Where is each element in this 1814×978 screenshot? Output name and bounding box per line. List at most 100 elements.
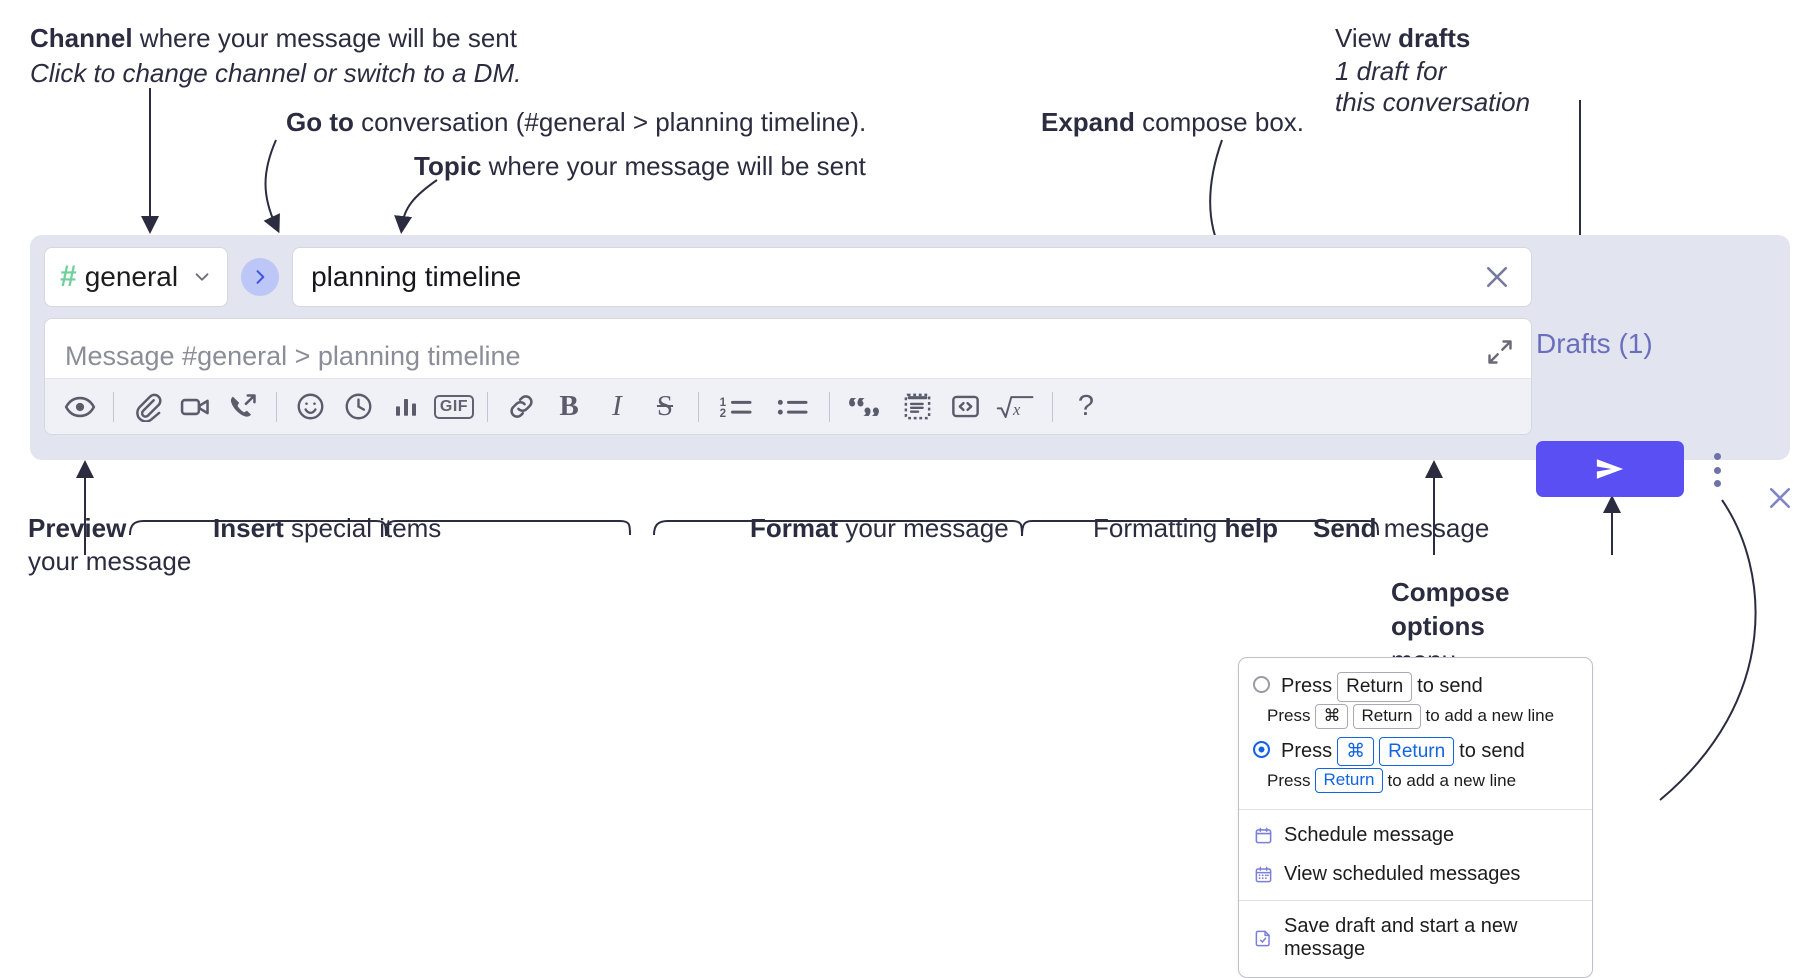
- menu-item-schedule-message[interactable]: Schedule message: [1239, 816, 1592, 855]
- svg-text:x: x: [1012, 399, 1021, 418]
- topic-input[interactable]: planning timeline: [292, 247, 1532, 307]
- goto-conversation-button[interactable]: [241, 258, 280, 296]
- toolbar-divider: [487, 391, 488, 422]
- toolbar-divider: [698, 391, 699, 422]
- channel-selector[interactable]: # general: [44, 247, 229, 307]
- option-sub-line: Press ⌘ Return to add a new line: [1267, 703, 1592, 735]
- calendar-grid-icon: [1253, 865, 1273, 885]
- svg-text:1: 1: [720, 395, 727, 408]
- annotation-goto: Go to conversation (#general > planning …: [286, 106, 866, 139]
- math-icon[interactable]: x: [989, 385, 1043, 429]
- gif-icon[interactable]: GIF: [430, 385, 478, 429]
- bold-icon[interactable]: B: [545, 385, 593, 429]
- menu-item-save-draft[interactable]: Save draft and start a new message: [1239, 907, 1592, 969]
- save-draft-icon: [1253, 928, 1273, 948]
- paperclip-icon[interactable]: [123, 385, 171, 429]
- annotation-drafts-bold: drafts: [1398, 23, 1471, 53]
- option-main-line: Press ⌘ Return to send: [1281, 736, 1525, 767]
- video-icon[interactable]: [171, 385, 219, 429]
- annotation-format-bold: Format: [750, 513, 839, 543]
- italic-icon[interactable]: I: [593, 385, 641, 429]
- annotation-format-rest: your message: [838, 513, 1009, 543]
- close-icon[interactable]: [1760, 478, 1800, 518]
- topic-value: planning timeline: [311, 261, 522, 292]
- annotation-goto-rest: conversation (#general > planning timeli…: [353, 107, 867, 137]
- blockquote-icon[interactable]: [839, 385, 893, 429]
- annotation-help-bold: help: [1224, 513, 1278, 543]
- annotation-compose-options-2: options: [1391, 610, 1485, 643]
- annotation-drafts-sub1: 1 draft for: [1335, 55, 1446, 88]
- kebab-dot: [1713, 453, 1721, 460]
- radio-option-return[interactable]: Press Return to send: [1239, 670, 1592, 704]
- menu-item-view-scheduled-messages[interactable]: View scheduled messages: [1239, 855, 1592, 894]
- radio-option-command-return[interactable]: Press ⌘ Return to send: [1239, 735, 1592, 769]
- expand-icon[interactable]: [1483, 335, 1517, 369]
- key-return: Return: [1353, 703, 1421, 729]
- link-icon[interactable]: [497, 385, 545, 429]
- message-input-card[interactable]: Message #general > planning timeline: [44, 318, 1532, 435]
- send-button[interactable]: [1536, 441, 1684, 497]
- kebab-dot: [1713, 466, 1721, 474]
- annotation-drafts-lead: View: [1335, 23, 1399, 53]
- menu-draft-group: Save draft and start a new message: [1239, 901, 1592, 977]
- annotation-drafts-sub2: this conversation: [1335, 86, 1530, 119]
- annotation-drafts: View drafts: [1335, 22, 1470, 55]
- radio-icon-selected[interactable]: [1253, 740, 1270, 758]
- gif-label: GIF: [433, 394, 475, 419]
- menu-schedule-group: Schedule message View scheduled messages: [1239, 810, 1592, 900]
- menu-item-label: Save draft and start a new message: [1284, 915, 1518, 961]
- italic-label: I: [612, 390, 622, 422]
- menu-item-label: View scheduled messages: [1284, 863, 1521, 886]
- emoji-icon[interactable]: [286, 385, 334, 429]
- menu-divider: [1239, 900, 1592, 902]
- calendar-schedule-icon: [1253, 826, 1273, 846]
- annotation-preview-sub: your message: [28, 545, 191, 578]
- ordered-list-icon[interactable]: 1 2: [708, 385, 764, 429]
- annotation-insert-rest: special items: [283, 513, 442, 543]
- clear-topic-icon[interactable]: [1477, 257, 1517, 297]
- strikethrough-icon[interactable]: S: [641, 385, 689, 429]
- compose-options-dropdown: Press Return to send Press ⌘ Return to a…: [1238, 657, 1593, 978]
- annotation-compose-options-1: Compose: [1391, 576, 1509, 609]
- phone-arrow-icon[interactable]: [219, 385, 267, 429]
- annotation-send-rest: message: [1376, 513, 1490, 543]
- annotation-help-lead: Formatting: [1093, 513, 1225, 543]
- poll-icon[interactable]: [382, 385, 430, 429]
- bulleted-list-icon[interactable]: [764, 385, 820, 429]
- option-post: to send: [1459, 739, 1525, 762]
- annotation-topic-bold: Topic: [414, 151, 482, 181]
- annotation-topic-rest: where your message will be sent: [481, 151, 866, 181]
- annotation-expand: Expand compose box.: [1041, 106, 1304, 139]
- compose-options-menu-button[interactable]: [1702, 450, 1732, 490]
- drafts-link[interactable]: Drafts (1): [1536, 328, 1653, 359]
- code-icon[interactable]: [941, 385, 989, 429]
- code-block-icon[interactable]: [893, 385, 941, 429]
- annotation-preview: Preview: [28, 512, 126, 545]
- key-return: Return: [1315, 768, 1383, 794]
- eye-icon[interactable]: [56, 385, 104, 429]
- annotation-compose-options-bold2: options: [1391, 611, 1485, 641]
- formatting-toolbar: GIF B I: [45, 378, 1531, 434]
- annotation-preview-bold: Preview: [28, 513, 127, 543]
- annotation-send-bold: Send: [1313, 513, 1377, 543]
- menu-item-label: Schedule message: [1284, 824, 1455, 847]
- option-main-line: Press Return to send: [1281, 672, 1483, 702]
- toolbar-divider: [829, 391, 830, 422]
- key-return: Return: [1337, 672, 1413, 702]
- annotation-insert: Insert special items: [213, 512, 441, 545]
- message-placeholder: Message #general > planning timeline: [65, 341, 521, 371]
- key-command: ⌘: [1337, 736, 1375, 767]
- annotation-channel-italic: Click to change channel or switch to a D…: [30, 58, 522, 88]
- svg-text:2: 2: [720, 406, 727, 419]
- send-icon: [1596, 459, 1624, 479]
- clock-icon[interactable]: [334, 385, 382, 429]
- annotation-insert-bold: Insert: [213, 513, 284, 543]
- annotation-expand-bold: Expand: [1041, 107, 1135, 137]
- send-shortcut-options: Press Return to send Press ⌘ Return to a…: [1239, 658, 1592, 809]
- help-label: ?: [1077, 390, 1095, 422]
- annotation-channel-bold: Channel: [30, 23, 133, 53]
- annotation-help: Formatting help: [1093, 512, 1278, 545]
- question-mark-icon[interactable]: ?: [1062, 385, 1110, 429]
- radio-icon[interactable]: [1253, 676, 1270, 693]
- toolbar-divider: [113, 391, 114, 422]
